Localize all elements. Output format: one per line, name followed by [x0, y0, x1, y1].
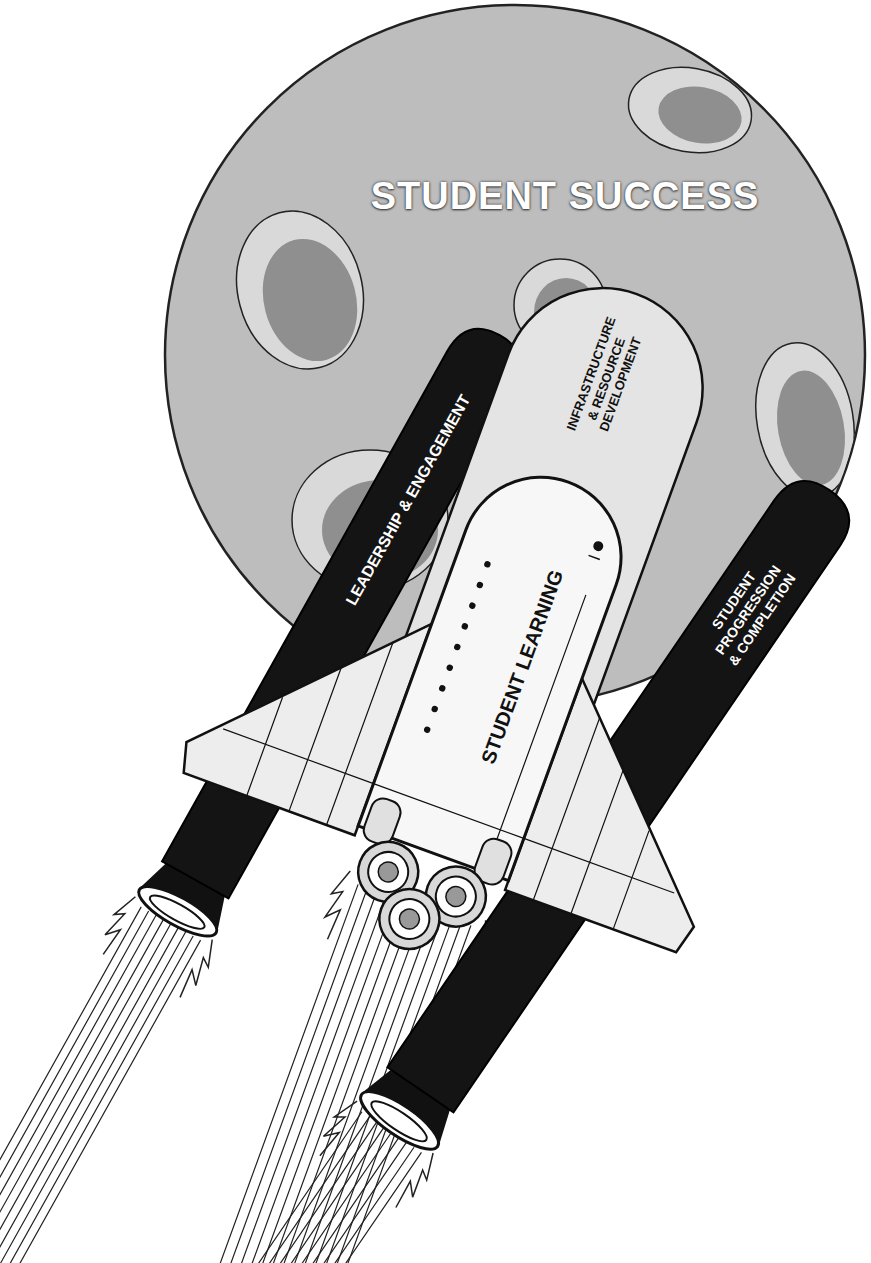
moon-shape: STUDENT SUCCESS	[367, 172, 764, 222]
booster-nozzle	[353, 1082, 446, 1159]
booster-nozzle-inner	[146, 890, 208, 934]
orbiter-insignia	[589, 539, 606, 559]
booster-nozzle	[132, 878, 222, 945]
moon-title: STUDENT SUCCESS	[371, 174, 760, 220]
external-tank	[341, 260, 731, 883]
crater-floor	[250, 228, 371, 372]
exhaust-lines	[0, 907, 201, 1263]
body-panel-lines	[358, 549, 609, 881]
left-exhaust	[0, 892, 221, 1263]
orbiter-stack	[145, 202, 871, 1040]
oms-pod	[360, 795, 404, 848]
crater-rim	[622, 58, 759, 162]
main-engines	[337, 833, 494, 969]
exhaust-lines	[0, 1112, 421, 1263]
crater-rim	[219, 197, 380, 384]
orbiter-windows	[423, 560, 491, 734]
crater-floor	[654, 80, 746, 150]
crater-rim	[744, 335, 866, 505]
booster-nozzle-inner	[367, 1095, 432, 1147]
crater-floor	[768, 365, 853, 491]
